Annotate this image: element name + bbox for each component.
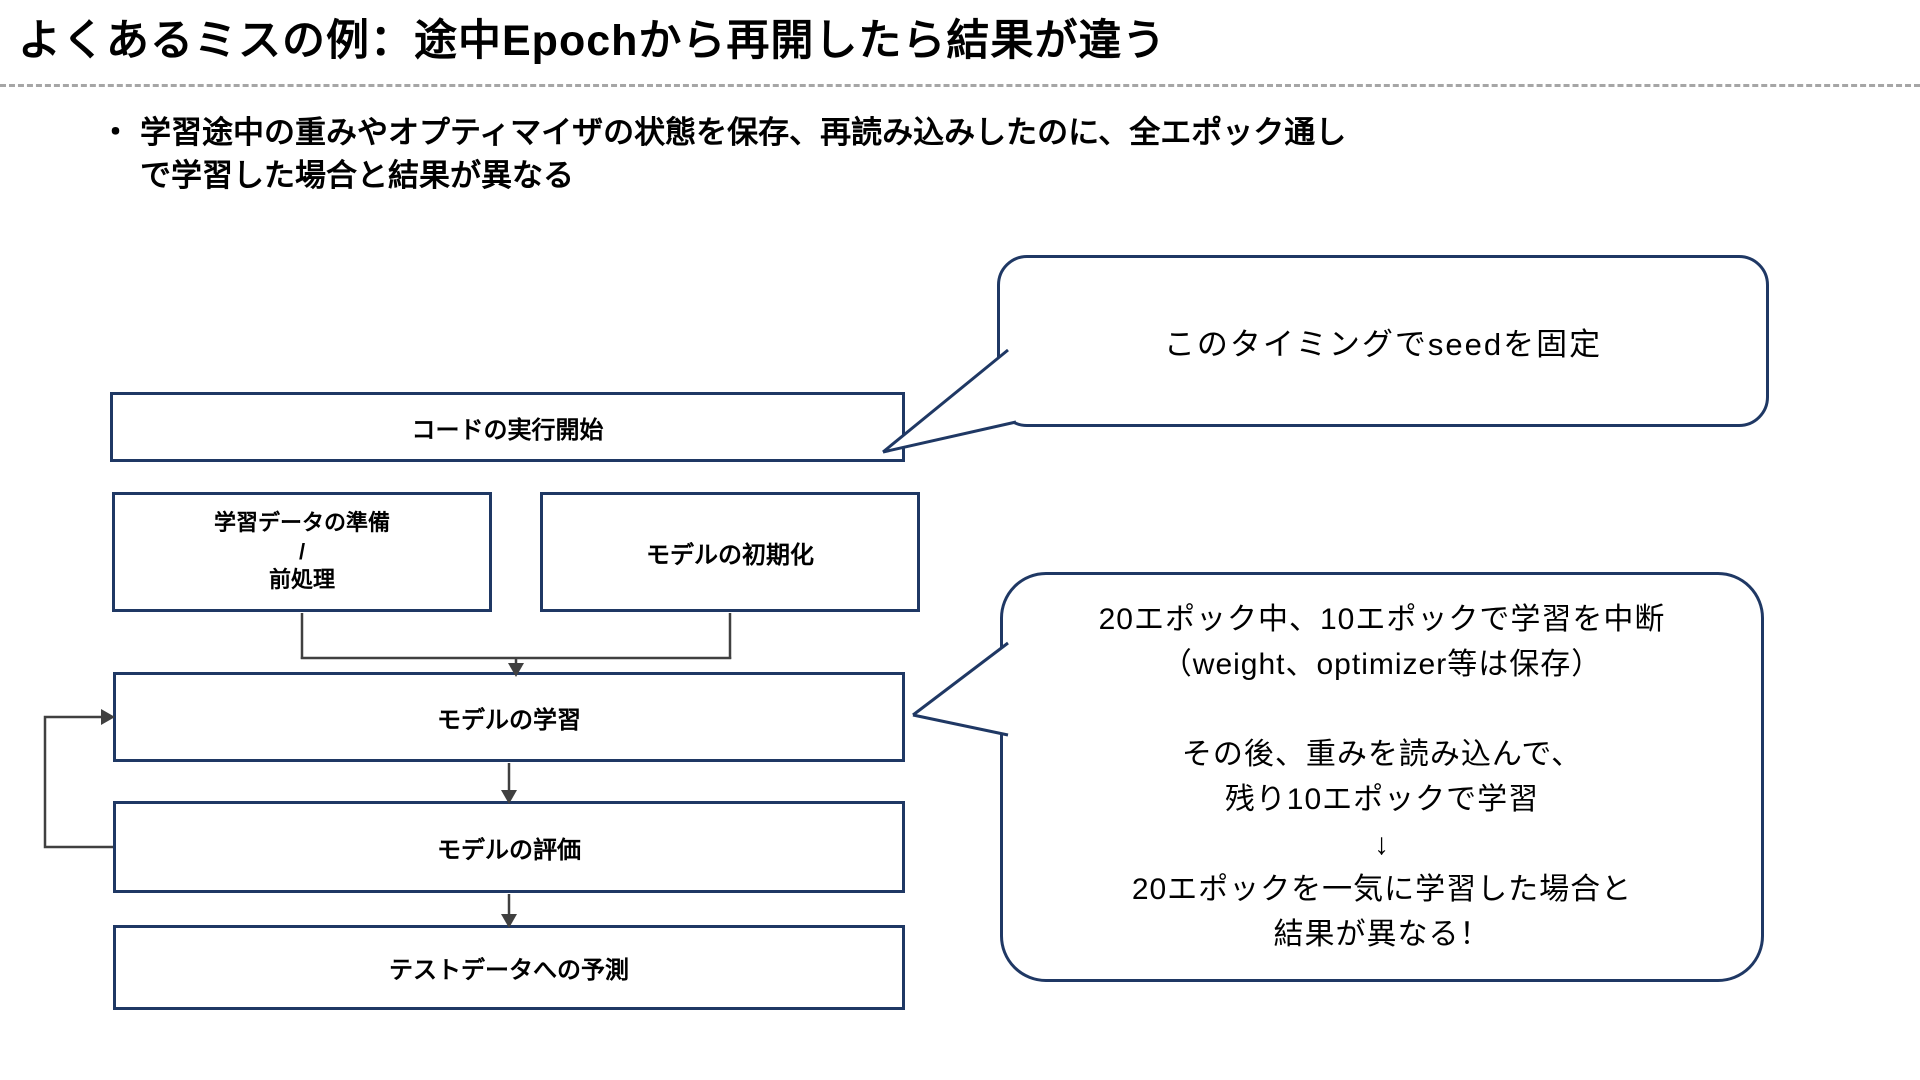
text-line: （weight、optimizer等は保存） (1161, 648, 1603, 681)
seed-callout-text: このタイミングでseedを固定 (1163, 326, 1603, 362)
text-line (1003, 687, 1761, 732)
train-to-eval-arrow (501, 763, 517, 804)
bullet-item: ・ 学習途中の重みやオプティマイザの状態を保存、再読み込みしたのに、全エポック通… (100, 112, 1375, 198)
text-line: ↓ (1374, 828, 1390, 861)
flow-box-code-start: コードの実行開始 (110, 392, 905, 462)
text-line: 20エポック中、10エポックで学習を中断 (1098, 603, 1666, 636)
resume-callout-tail (912, 641, 1009, 737)
text-line: / (298, 538, 306, 564)
text-line: 結果が異なる！ (1273, 918, 1491, 951)
title-separator-dashed-line (0, 84, 1920, 87)
text-line: その後、重みを読み込んで、 (1181, 738, 1583, 771)
text-line: 20エポックを一気に学習した場合と (1131, 873, 1633, 906)
loop-back-arrow (43, 709, 115, 849)
flow-box-test-predict: テストデータへの予測 (113, 925, 905, 1010)
text-line: 前処理 (268, 567, 335, 593)
seed-callout-bubble: このタイミングでseedを固定 (997, 255, 1769, 427)
bullet-marker: ・ (100, 115, 131, 150)
text-line: 残り10エポックで学習 (1224, 783, 1540, 816)
flow-box-model-eval: モデルの評価 (113, 801, 905, 893)
resume-callout-bubble: 20エポック中、10エポックで学習を中断 （weight、optimizer等は保… (1000, 572, 1764, 982)
text-line: 学習データの準備 (213, 510, 390, 536)
flow-box-data-prep: 学習データの準備/ 前処理 (112, 492, 492, 612)
merge-connector (300, 613, 732, 677)
page-title: よくあるミスの例：途中Epochから再開したら結果が違う (18, 17, 1167, 65)
eval-to-predict-arrow (501, 894, 517, 928)
flow-box-model-init: モデルの初期化 (540, 492, 920, 612)
bullet-text: 学習途中の重みやオプティマイザの状態を保存、再読み込みしたのに、全エポック通しで… (140, 115, 1347, 193)
flow-box-model-train: モデルの学習 (113, 672, 905, 762)
